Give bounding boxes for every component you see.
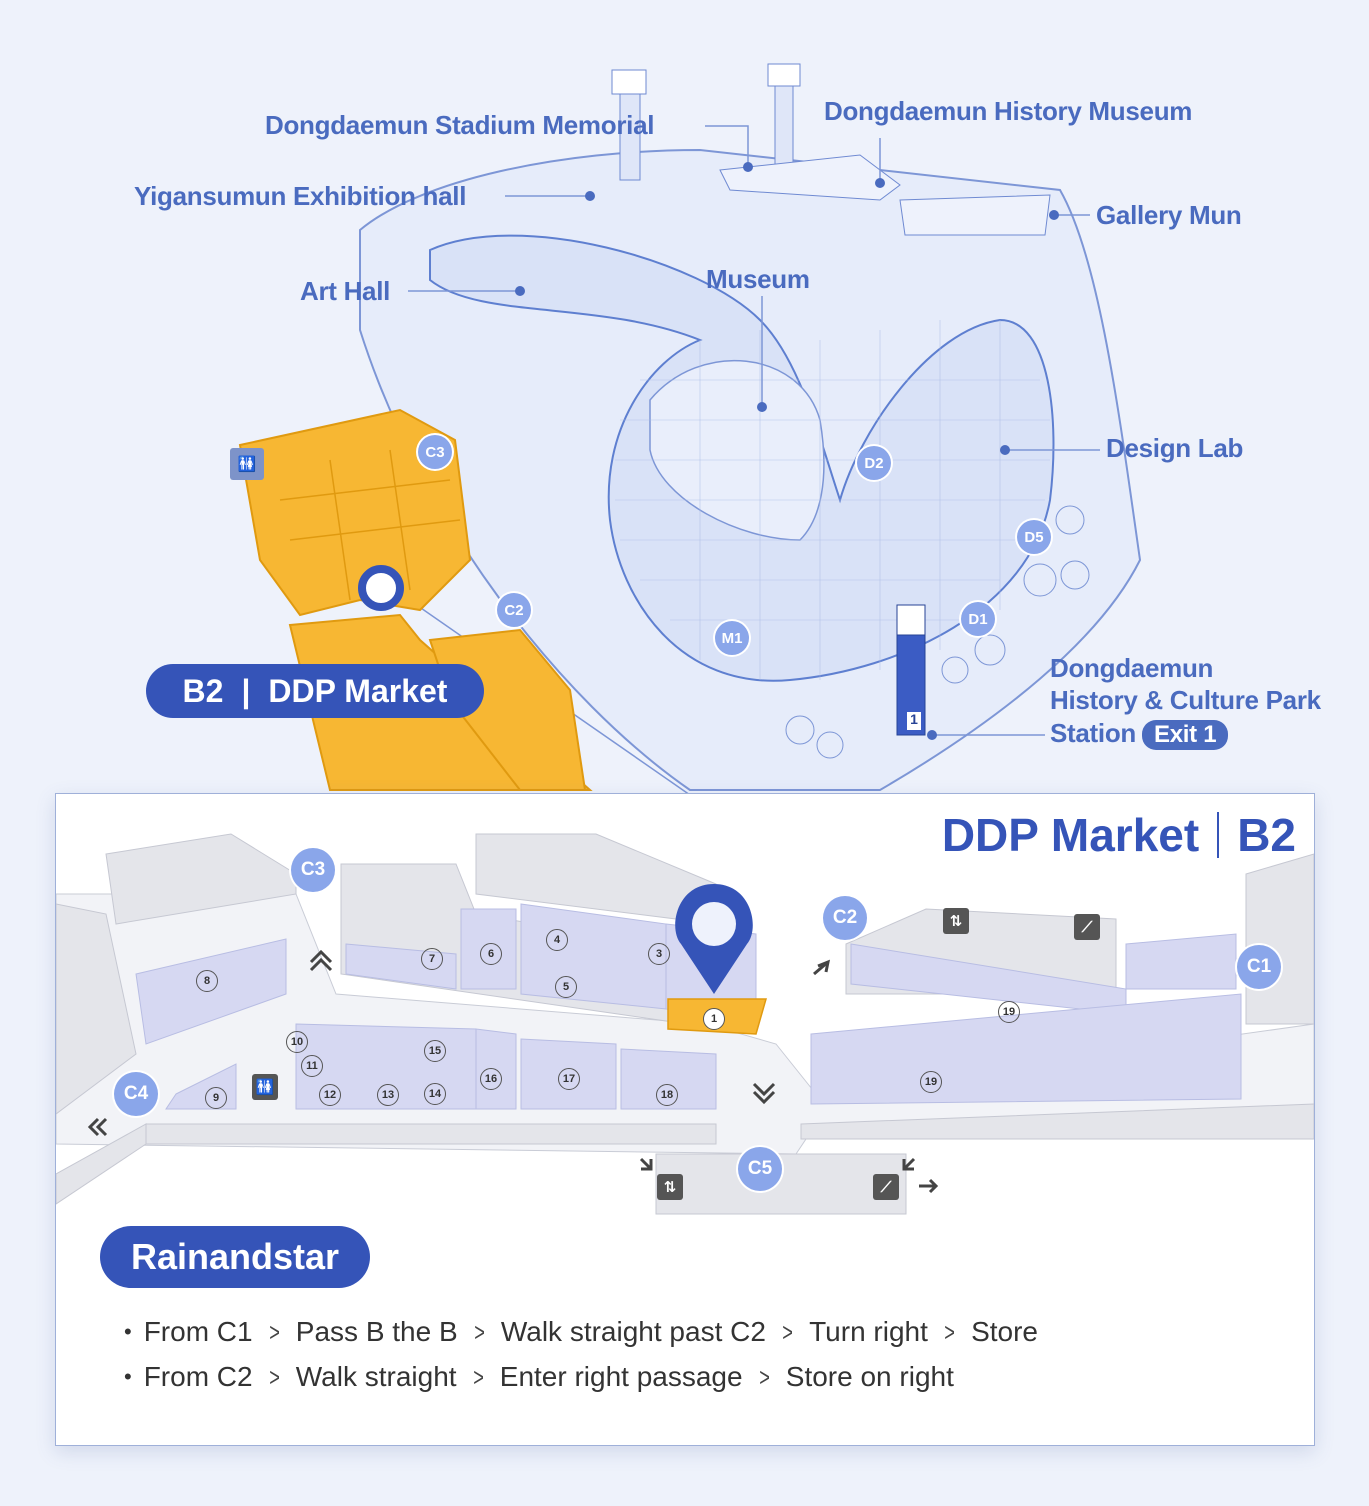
route-step: Walk straight past C2 (500, 1316, 766, 1347)
label-gallery-mun[interactable]: Gallery Mun (1096, 200, 1242, 230)
unit-17[interactable]: 17 (558, 1068, 580, 1090)
unit-6[interactable]: 6 (480, 943, 502, 965)
unit-15[interactable]: 15 (424, 1040, 446, 1062)
floor-pill-name: DDP Market (268, 672, 448, 709)
label-stadium-memorial[interactable]: Dongdaemun Stadium Memorial (265, 110, 655, 140)
route-step: From C1 (143, 1316, 253, 1347)
gate-d5[interactable]: D5 (1017, 520, 1051, 554)
unit-19-lower[interactable]: 19 (920, 1071, 942, 1093)
route-step: Turn right (809, 1316, 928, 1347)
route-bullet: • (124, 1364, 132, 1389)
trees (785, 505, 1090, 759)
chevron-right-icon: > (758, 1361, 770, 1392)
exit-badge: Exit 1 (1142, 720, 1229, 750)
label-history-museum[interactable]: Dongdaemun History Museum (824, 96, 1193, 126)
route-step: Store (971, 1316, 1039, 1347)
chevron-right-icon: > (944, 1316, 955, 1347)
chevron-right-icon: > (782, 1316, 793, 1347)
unit-10[interactable]: 10 (286, 1031, 308, 1053)
label-yigansumun[interactable]: Yigansumun Exhibition hall (134, 181, 467, 211)
elevator-icon-c5: ⇅ (657, 1174, 683, 1200)
route-from-c1: • From C1 > Pass B the B > Walk straight… (124, 1316, 1038, 1348)
gate-c2[interactable]: C2 (823, 896, 867, 940)
chevron-right-icon: > (473, 1316, 485, 1347)
chevron-right-icon: > (268, 1316, 280, 1347)
unit-5[interactable]: 5 (555, 976, 577, 998)
museum-inner (649, 359, 825, 541)
gate-c5[interactable]: C5 (738, 1147, 782, 1191)
gate-c1[interactable]: C1 (1237, 945, 1281, 989)
ddp-overview-map (238, 63, 1142, 796)
unit-19-upper[interactable]: 19 (998, 1001, 1020, 1023)
chevron-right-icon: > (268, 1361, 280, 1392)
gate-c2-top[interactable]: C2 (497, 593, 531, 627)
route-step: Enter right passage (499, 1361, 743, 1392)
label-museum[interactable]: Museum (706, 264, 810, 294)
top-buildings (719, 154, 901, 201)
gate-c3-top[interactable]: C3 (418, 435, 452, 469)
route-step: Store on right (785, 1361, 954, 1392)
escalator-icon: ⟋ (1074, 914, 1100, 940)
restroom-icon: 🚻 (252, 1074, 278, 1100)
unit-11[interactable]: 11 (301, 1055, 323, 1077)
unit-9[interactable]: 9 (205, 1087, 227, 1109)
unit-16[interactable]: 16 (480, 1068, 502, 1090)
panel-title-floor: B2 (1237, 809, 1296, 861)
unit-18[interactable]: 18 (656, 1084, 678, 1106)
chevron-right-icon: > (472, 1361, 484, 1392)
label-design-lab[interactable]: Design Lab (1106, 433, 1244, 463)
ddp-market-inner-lines (279, 449, 461, 601)
label-station-line1: Dongdaemun (1050, 653, 1214, 683)
title-separator (1217, 812, 1220, 858)
unit-7[interactable]: 7 (421, 948, 443, 970)
leader-dots (515, 162, 1059, 740)
route-from-c2: • From C2 > Walk straight > Enter right … (124, 1361, 954, 1393)
gate-d1[interactable]: D1 (961, 602, 995, 636)
panel-title-name: DDP Market (941, 809, 1200, 861)
floor-pill-separator: | (241, 672, 251, 709)
unit-1[interactable]: 1 (703, 1008, 725, 1030)
label-art-hall[interactable]: Art Hall (300, 276, 391, 306)
label-station-line2: History & Culture Park (1050, 685, 1321, 715)
station-word: Station (1050, 718, 1137, 748)
unit-14[interactable]: 14 (424, 1083, 446, 1105)
gate-d2[interactable]: D2 (857, 446, 891, 480)
station-sign (896, 604, 926, 736)
station-sign-number: 1 (910, 711, 918, 727)
route-step: From C2 (143, 1361, 253, 1392)
unit-12[interactable]: 12 (319, 1084, 341, 1106)
floor-detail-panel: DDP Market B2 C3 C2 C1 C4 C5 1 3 4 5 6 7… (55, 793, 1315, 1446)
panel-title: DDP Market B2 (942, 808, 1296, 862)
direction-arrows (87, 949, 939, 1194)
unit-3[interactable]: 3 (648, 943, 670, 965)
restroom-icon-top: 🚻 (230, 448, 264, 480)
location-ring (358, 565, 404, 611)
unit-4[interactable]: 4 (546, 929, 568, 951)
elevator-icon: ⇅ (943, 908, 969, 934)
route-step: Pass B the B (295, 1316, 458, 1347)
gate-c4[interactable]: C4 (114, 1072, 158, 1116)
floor-pill-floor: B2 (182, 672, 224, 709)
route-step: Walk straight (295, 1361, 457, 1392)
escalator-icon-c5: ⟋ (873, 1174, 899, 1200)
location-pin (675, 884, 753, 994)
route-bullet: • (124, 1319, 132, 1344)
floor-pill[interactable]: B2 | DDP Market (146, 664, 484, 718)
unit-13[interactable]: 13 (377, 1084, 399, 1106)
store-name-pill: Rainandstar (100, 1226, 370, 1288)
gate-m1[interactable]: M1 (715, 621, 749, 655)
unit-8[interactable]: 8 (196, 970, 218, 992)
gate-c3[interactable]: C3 (291, 848, 335, 892)
stadium-tower-right (774, 74, 794, 166)
